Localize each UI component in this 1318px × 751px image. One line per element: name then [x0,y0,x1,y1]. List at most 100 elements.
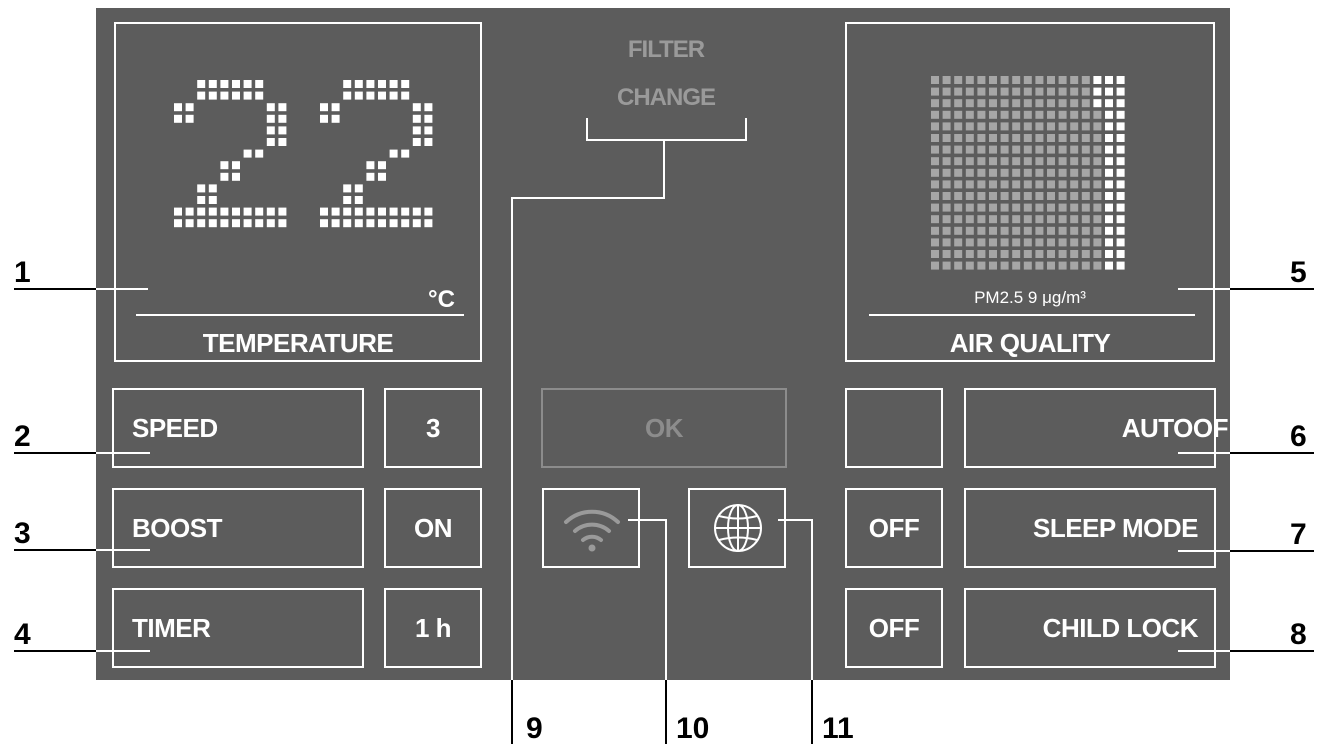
temperature-dot [185,114,194,123]
globe-button[interactable] [688,488,786,568]
temperature-dot [208,80,217,88]
air-quality-dot [1058,99,1067,108]
air-quality-dot [989,157,997,166]
air-quality-dot [1093,134,1102,142]
temperature-dot [255,80,264,88]
temperature-dot [208,91,217,100]
air-quality-dot [1047,110,1055,119]
temperature-dot [278,219,287,228]
air-quality-dot [1035,110,1044,119]
air-quality-dot [1093,76,1102,84]
temperature-dot [243,149,252,158]
air-quality-dot [931,157,939,166]
air-quality-dot [1116,226,1125,235]
air-quality-dot [1012,226,1021,235]
air-quality-dot [989,122,997,131]
air-quality-dot [942,157,951,166]
temperature-unit: °C [428,286,455,313]
air-quality-dot [1023,134,1032,142]
temperature-dot [278,103,287,112]
temperature-dot [320,103,328,112]
air-quality-dot [989,238,997,247]
wifi-button[interactable] [542,488,640,568]
ok-button[interactable]: OK [541,388,787,468]
auto-off-button[interactable]: AUTOOF [964,388,1229,468]
temperature-dot [354,207,363,216]
air-quality-dot [1023,99,1032,108]
temperature-dot [320,114,328,123]
temperature-label: TEMPERATURE [202,328,394,358]
air-quality-dot [931,203,939,212]
temperature-dot [412,138,421,146]
speed-button[interactable]: SPEED [112,388,364,468]
air-quality-dot [977,261,986,270]
air-quality-dot [977,192,986,200]
boost-value: ON [384,488,482,568]
temperature-dot [331,114,340,123]
air-quality-dot [1070,192,1079,200]
sleep-mode-value: OFF [845,488,943,568]
timer-button[interactable]: TIMER [112,588,364,668]
air-quality-dot [942,250,951,258]
temperature-dot [208,207,217,216]
temperature-dot [320,207,328,216]
temperature-dot [378,219,386,228]
air-quality-dot [965,238,974,247]
air-quality-dot [954,76,963,84]
air-quality-dot [1058,110,1067,119]
air-quality-dot [1058,122,1067,131]
boost-button[interactable]: BOOST [112,488,364,568]
air-quality-dot [977,99,986,108]
speed-value: 3 [384,388,482,468]
air-quality-dot [1081,238,1090,247]
speed-label: SPEED [132,412,218,443]
air-quality-dot [1116,110,1125,119]
temperature-dot [354,196,363,204]
air-quality-dot [1116,157,1125,166]
air-quality-dot [1116,215,1125,224]
air-quality-dot [1116,250,1125,258]
air-quality-dot [1105,157,1113,166]
air-quality-dot [954,99,963,108]
temperature-dot [366,219,375,228]
air-quality-dot [1081,87,1090,96]
air-quality-dot [954,157,963,166]
temperature-dot [354,91,363,100]
air-quality-dot [1093,168,1102,177]
air-quality-dot [1058,87,1067,96]
temperature-dot [220,161,229,170]
air-quality-dot [1105,215,1113,224]
air-quality-dot [1035,180,1044,189]
air-quality-dot [931,238,939,247]
air-quality-dot [989,192,997,200]
air-quality-dot [1116,134,1125,142]
callout-11: 11 [822,712,854,745]
temperature-dot [208,196,217,204]
temperature-dot [343,207,352,216]
temperature-dot [412,114,421,123]
air-quality-dot [1093,203,1102,212]
air-quality-dot [1000,192,1009,200]
callout-4: 4 [14,618,31,651]
temperature-dot [401,91,410,100]
temperature-dot [424,138,433,146]
air-quality-dot [942,261,951,270]
air-quality-dot [977,215,986,224]
air-quality-dot [1000,250,1009,258]
temperature-digits [174,80,433,228]
air-quality-dot [1105,122,1113,131]
air-quality-dot [1000,168,1009,177]
temperature-dot [366,161,375,170]
air-quality-dot [931,250,939,258]
sleep-mode-button[interactable]: SLEEP MODE [964,488,1216,568]
child-lock-button[interactable]: CHILD LOCK [964,588,1216,668]
air-quality-dot [1047,145,1055,154]
temperature-dot [354,80,363,88]
air-quality-dot [1105,168,1113,177]
air-quality-dot [931,110,939,119]
air-quality-dot [1047,76,1055,84]
child-lock-label: CHILD LOCK [1042,612,1199,643]
air-quality-dot [1058,134,1067,142]
air-quality-dot [1023,180,1032,189]
